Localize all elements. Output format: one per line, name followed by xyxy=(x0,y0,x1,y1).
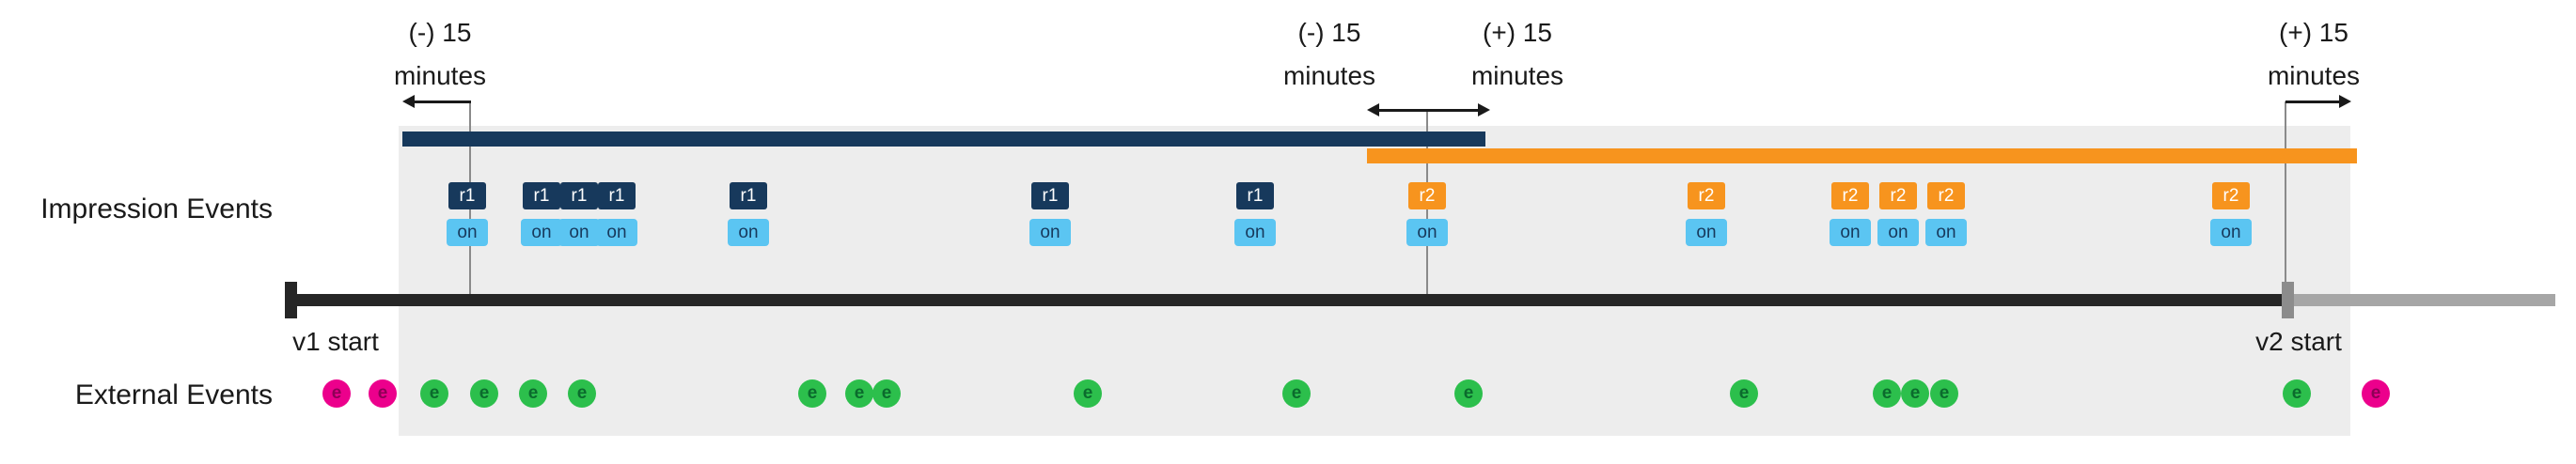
arrow-shaft xyxy=(2285,100,2339,103)
on-badge: on xyxy=(447,219,488,246)
annotation-text-line2: minutes xyxy=(393,61,487,90)
on-badge: on xyxy=(1830,219,1871,246)
v2-window-bar xyxy=(1367,148,2357,163)
observation-window-panel xyxy=(399,126,2350,436)
external-event-dot: e xyxy=(798,379,826,408)
external-event-dot: e xyxy=(1730,379,1758,408)
external-event-dot: e xyxy=(519,379,547,408)
external-event-dot: e xyxy=(1074,379,1102,408)
v2-start-cap xyxy=(2282,282,2294,318)
annotation-text-line2: minutes xyxy=(1470,61,1564,90)
annotation-text-line2: minutes xyxy=(2267,61,2361,90)
revision-badge: r2 xyxy=(1831,182,1869,209)
impression-event: r1 on xyxy=(596,182,637,246)
arrow-shaft xyxy=(415,100,471,103)
on-badge: on xyxy=(1925,219,1967,246)
annotation-right-plus-15: (+) 15 minutes xyxy=(2210,11,2417,98)
impression-event: r1 on xyxy=(728,182,769,246)
timeline-gray-segment xyxy=(2288,294,2555,306)
external-event-dot: e xyxy=(1930,379,1958,408)
external-event-dot: e xyxy=(1282,379,1311,408)
on-badge: on xyxy=(596,219,637,246)
timeline-black-segment xyxy=(291,294,2288,306)
revision-badge: r1 xyxy=(730,182,767,209)
revision-badge: r1 xyxy=(1031,182,1069,209)
annotation-text-line1: (+) 15 xyxy=(2279,18,2348,47)
impression-event: r1 on xyxy=(447,182,488,246)
external-event-dot: e xyxy=(1873,379,1901,408)
v1-start-label: v1 start xyxy=(292,327,379,356)
on-badge: on xyxy=(1029,219,1071,246)
annotation-left-minus-15: (-) 15 minutes xyxy=(337,11,543,98)
impression-event: r1 on xyxy=(1234,182,1276,246)
arrowhead-right-icon xyxy=(1478,103,1490,116)
right-arrow-icon xyxy=(2285,95,2351,108)
external-event-dot: e xyxy=(1901,379,1929,408)
impression-event: r2 on xyxy=(1406,182,1448,246)
external-event-dot: e xyxy=(1454,379,1483,408)
revision-badge: r1 xyxy=(523,182,560,209)
impression-event: r1 on xyxy=(521,182,562,246)
on-badge: on xyxy=(2210,219,2252,246)
on-badge: on xyxy=(1234,219,1276,246)
impression-event: r2 on xyxy=(1686,182,1727,246)
impression-event: r2 on xyxy=(1877,182,1919,246)
arrowhead-left-icon xyxy=(402,95,415,108)
arrow-shaft xyxy=(1427,108,1478,112)
mid-left-arrow-icon xyxy=(1367,103,1427,116)
mid-right-arrow-icon xyxy=(1427,103,1490,116)
external-event-dot: e xyxy=(322,379,351,408)
revision-badge: r1 xyxy=(1236,182,1274,209)
revision-badge: r2 xyxy=(2212,182,2250,209)
on-badge: on xyxy=(1406,219,1448,246)
arrowhead-right-icon xyxy=(2339,95,2351,108)
impression-event: r2 on xyxy=(2210,182,2252,246)
external-event-dot: e xyxy=(470,379,498,408)
on-badge: on xyxy=(1877,219,1919,246)
on-badge: on xyxy=(1686,219,1727,246)
v2-start-guide-line xyxy=(2285,101,2286,295)
v2-start-label: v2 start xyxy=(2255,327,2342,356)
annotation-text-line2: minutes xyxy=(1282,61,1376,90)
revision-badge: r2 xyxy=(1879,182,1917,209)
v1-start-cap xyxy=(285,282,297,318)
revision-badge: r2 xyxy=(1688,182,1725,209)
impression-event: r2 on xyxy=(1830,182,1871,246)
left-arrow-icon xyxy=(402,95,471,108)
external-event-dot: e xyxy=(369,379,397,408)
external-event-dot: e xyxy=(2362,379,2390,408)
impression-event: r2 on xyxy=(1925,182,1967,246)
revision-badge: r1 xyxy=(560,182,598,209)
arrowhead-left-icon xyxy=(1367,103,1379,116)
annotation-text-line1: (-) 15 xyxy=(1297,18,1361,47)
annotation-text-line1: (+) 15 xyxy=(1483,18,1552,47)
arrow-shaft xyxy=(1379,108,1427,112)
on-badge: on xyxy=(728,219,769,246)
external-events-label: External Events xyxy=(74,379,273,410)
external-event-dot: e xyxy=(872,379,901,408)
on-badge: on xyxy=(558,219,600,246)
revision-badge: r2 xyxy=(1927,182,1965,209)
on-badge: on xyxy=(521,219,562,246)
revision-badge: r2 xyxy=(1408,182,1446,209)
v1-window-bar xyxy=(402,131,1485,147)
revision-badge: r1 xyxy=(448,182,486,209)
impression-event: r1 on xyxy=(1029,182,1071,246)
external-event-dot: e xyxy=(2283,379,2311,408)
annotation-mid-plus-15: (+) 15 minutes xyxy=(1414,11,1621,98)
annotation-mid-minus-15: (-) 15 minutes xyxy=(1226,11,1433,98)
impression-events-label: Impression Events xyxy=(40,193,273,224)
external-event-dot: e xyxy=(420,379,448,408)
revision-badge: r1 xyxy=(598,182,636,209)
impression-event: r1 on xyxy=(558,182,600,246)
external-event-dot: e xyxy=(845,379,873,408)
annotation-text-line1: (-) 15 xyxy=(408,18,472,47)
external-event-dot: e xyxy=(568,379,596,408)
